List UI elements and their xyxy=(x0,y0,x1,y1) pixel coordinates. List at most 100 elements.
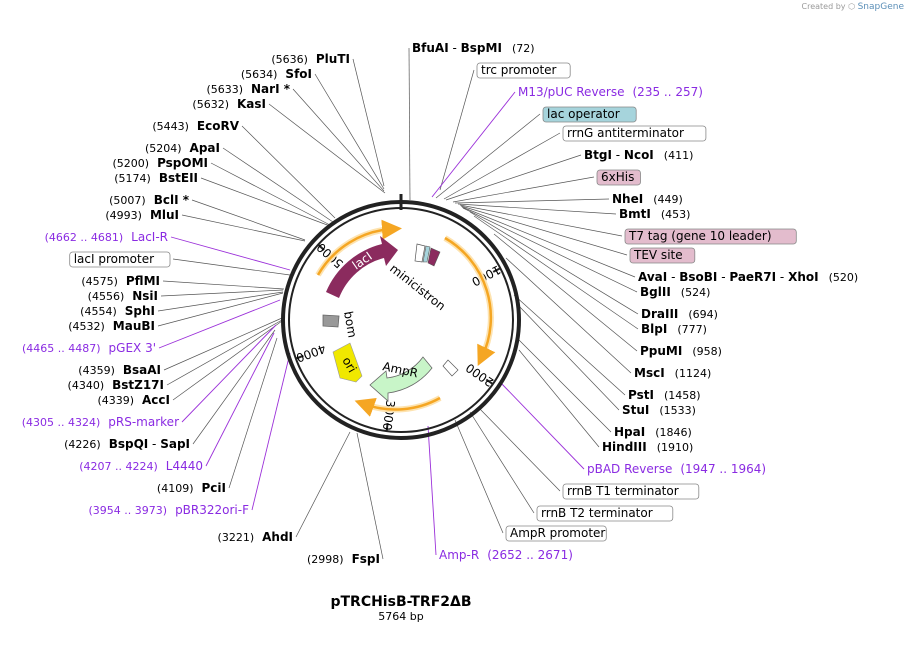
feature-ori xyxy=(332,342,363,383)
site-label: M13/pUC Reverse(235 .. 257) xyxy=(518,85,703,99)
feature-label-text: trc promoter xyxy=(481,63,557,77)
feature-block-terminator xyxy=(442,359,459,377)
ruler-label: 3000 xyxy=(380,399,398,431)
feature-label-text: rrnB T2 terminator xyxy=(541,506,653,520)
site-label: (4662 .. 4681)LacI-R xyxy=(45,230,168,244)
feature-label-text: T7 tag (gene 10 leader) xyxy=(628,229,772,243)
backbone xyxy=(281,200,521,440)
feature-label-box xyxy=(596,169,641,186)
leader-line xyxy=(445,154,582,201)
site-label: MscI(1124) xyxy=(634,366,711,380)
feature-label-rrnb-t1-terminator: rrnB T1 terminator xyxy=(562,483,700,500)
feature-label-text: 6xHis xyxy=(601,170,634,184)
site-label: (5204)ApaI xyxy=(145,141,220,155)
leader-line xyxy=(200,177,331,227)
leader-line xyxy=(181,214,306,242)
feature-label-box xyxy=(69,251,171,268)
leader-line xyxy=(170,236,291,271)
leader-line xyxy=(172,320,283,401)
site-label: (4340)BstZ17I xyxy=(68,378,164,392)
leader-line xyxy=(462,207,638,293)
feature-block-trc xyxy=(414,243,426,263)
feature-label-box xyxy=(562,125,707,142)
leader-line xyxy=(210,162,331,226)
feature-small-blocks xyxy=(414,243,459,377)
leader-line xyxy=(191,199,306,241)
site-label: (5634)SfoI xyxy=(241,67,312,81)
site-label: (5200)PspOMI xyxy=(112,156,208,170)
leader-lines xyxy=(157,47,639,560)
leader-line xyxy=(443,132,561,200)
leader-line xyxy=(459,204,623,237)
site-label: HpaI(1846) xyxy=(614,425,692,439)
site-label: NheI(449) xyxy=(612,192,683,206)
leader-line xyxy=(477,406,561,492)
feature-bom-block xyxy=(322,314,340,328)
backbone-outer-strand xyxy=(281,200,521,440)
leader-line xyxy=(454,198,610,204)
site-label: (5636)PluTI xyxy=(271,52,350,66)
leader-line xyxy=(499,381,585,470)
leader-line xyxy=(162,280,285,290)
site-label: (4339)AccI xyxy=(97,393,170,407)
feature-label-box xyxy=(542,106,637,123)
site-label: AvaI - BsoBI - PaeR7I - XhoI(520) xyxy=(638,270,858,284)
feature-label-box xyxy=(629,247,696,264)
feature-label-text: rrnG antiterminator xyxy=(567,126,684,140)
leader-line xyxy=(408,47,411,201)
feature-label-box xyxy=(505,525,607,542)
leader-line xyxy=(518,349,600,448)
leader-line xyxy=(181,324,277,423)
leader-line xyxy=(473,215,639,330)
plasmid-size: 5764 bp xyxy=(378,610,423,623)
site-label: BtgI - NcoI(411) xyxy=(584,148,693,162)
site-label: (4207 .. 4224)L4440 xyxy=(79,459,203,473)
leader-line xyxy=(493,233,638,352)
site-label: BfuAI - BspMI(72) xyxy=(412,41,535,55)
leader-line xyxy=(295,431,351,538)
site-label: (3954 .. 3973)pBR322ori-F xyxy=(89,503,250,517)
site-label: (4532)MauBI xyxy=(68,319,155,333)
site-label: PstI(1458) xyxy=(628,388,701,402)
site-label: PpuMI(958) xyxy=(640,344,722,358)
leader-line xyxy=(163,317,283,371)
site-label: (2998)FspI xyxy=(307,552,380,566)
leader-line xyxy=(205,332,275,467)
feature-label-text: lac operator xyxy=(547,107,620,121)
leader-line xyxy=(192,329,276,445)
feature-label-tev-site: TEV site xyxy=(629,247,696,264)
site-label: Amp-R(2652 .. 2671) xyxy=(439,548,573,562)
ruler-label: 2000 xyxy=(463,360,496,389)
feature-label-text: rrnB T1 terminator xyxy=(567,484,679,498)
site-label: (5443)EcoRV xyxy=(152,119,239,133)
leader-line xyxy=(505,257,632,374)
site-label: (4993)MluI xyxy=(105,208,179,222)
site-label: (4465 .. 4487)pGEX 3' xyxy=(22,341,156,355)
feature-minicistron-label: minicistron xyxy=(387,261,448,313)
orf-arc-2 xyxy=(354,396,441,417)
leader-line xyxy=(439,69,475,191)
feature-block-his xyxy=(427,247,441,267)
site-label: (5633)NarI * xyxy=(206,82,290,96)
leader-line xyxy=(166,319,283,386)
leader-line xyxy=(460,205,628,256)
leader-line xyxy=(222,147,334,223)
feature-label-box xyxy=(624,228,797,245)
credit-text: Created by xyxy=(801,2,846,11)
feature-ori-label: ori xyxy=(339,355,359,376)
leader-line xyxy=(452,176,595,203)
site-label: (3221)AhdI xyxy=(218,530,293,544)
feature-label-text: AmpR promoter xyxy=(510,526,605,540)
credit-brand: SnapGene xyxy=(857,2,904,12)
leader-line xyxy=(517,304,620,411)
leader-line xyxy=(435,113,541,199)
feature-label-t7-tag-gene-10-leader-: T7 tag (gene 10 leader) xyxy=(624,228,797,245)
leader-line xyxy=(241,125,336,219)
leader-line xyxy=(469,411,535,514)
feature-label-laci-promoter: lacI promoter xyxy=(69,251,171,268)
feature-label-lac-operator: lac operator xyxy=(542,106,637,123)
orf-arc-3 xyxy=(316,219,402,276)
site-label: (4305 .. 4324)pRS-marker xyxy=(22,415,179,429)
